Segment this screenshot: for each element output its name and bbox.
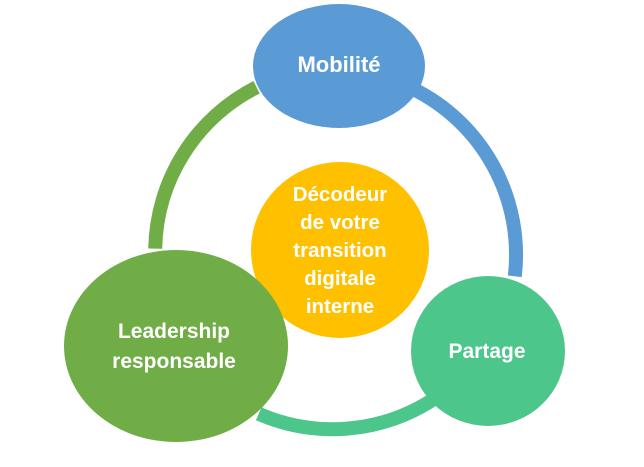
- arc-mobilite-partage: [409, 82, 524, 278]
- leadership-circle: [64, 250, 288, 442]
- centre-circle: [251, 162, 429, 338]
- centre-label-line-5: interne: [305, 295, 375, 318]
- leadership-label-line-2: responsable: [112, 350, 236, 373]
- arc-partage-leadership: [255, 394, 437, 437]
- leadership-label: Leadership responsable: [60, 304, 288, 390]
- centre-label-line-1: Décodeur: [292, 183, 388, 206]
- partage-label-text: Partage: [448, 340, 526, 363]
- partage-circle: [411, 276, 565, 426]
- leadership-label-line-1: Leadership: [117, 320, 231, 343]
- mobilite-label: Mobilité: [254, 40, 424, 90]
- partage-label: Partage: [410, 325, 564, 379]
- centre-label-line-4: digitale: [304, 267, 376, 290]
- arc-leadership-mobilite: [148, 80, 260, 249]
- centre-label-line-2: de votre: [300, 211, 380, 234]
- mobilite-circle: [253, 4, 425, 128]
- centre-label: Décodeur de votre transition digitale in…: [250, 172, 430, 330]
- mobilite-label-text: Mobilité: [297, 52, 381, 77]
- centre-label-line-3: transition: [293, 239, 387, 262]
